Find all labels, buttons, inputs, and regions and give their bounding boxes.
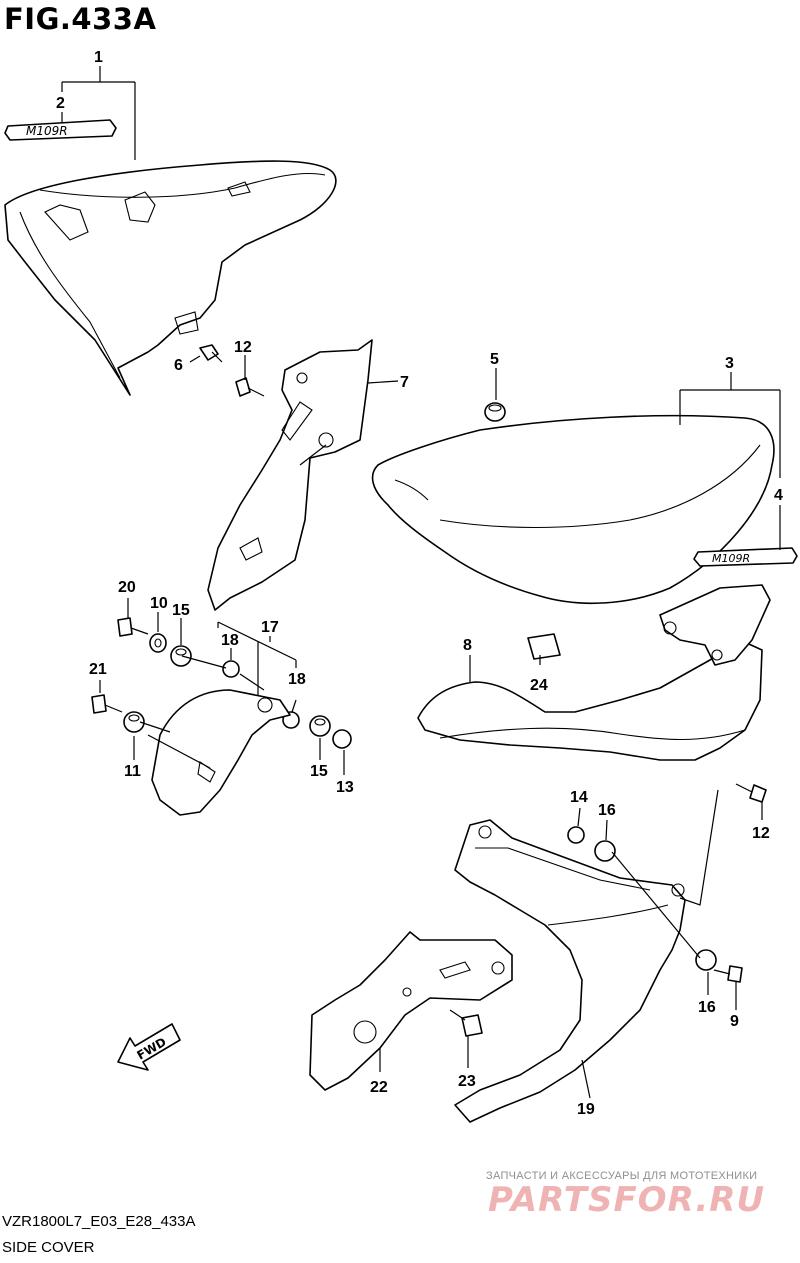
part-19-guard[interactable] xyxy=(454,819,686,1123)
callout-6[interactable]: 6 xyxy=(174,357,183,374)
callout-2[interactable]: 2 xyxy=(56,95,65,112)
callout-14[interactable]: 14 xyxy=(570,789,588,806)
watermark-tagline: ЗАПЧАСТИ И АКСЕССУАРЫ ДЛЯ МОТОТЕХНИКИ xyxy=(486,1170,758,1182)
callout-11[interactable]: 11 xyxy=(124,763,141,780)
callout-15-lower[interactable]: 15 xyxy=(310,763,328,780)
part-11-grommet[interactable] xyxy=(123,711,145,733)
callout-10[interactable]: 10 xyxy=(150,595,168,612)
callout-17[interactable]: 17 xyxy=(261,619,279,636)
callout-24[interactable]: 24 xyxy=(530,677,548,694)
part-16-grommet-lower[interactable] xyxy=(695,949,717,971)
callout-16-lower[interactable]: 16 xyxy=(698,999,716,1016)
part-16-grommet-upper[interactable] xyxy=(594,840,616,862)
callout-9[interactable]: 9 xyxy=(730,1013,739,1030)
part-13-collar[interactable] xyxy=(332,729,352,749)
part-14-grommet[interactable] xyxy=(567,826,585,844)
callout-7[interactable]: 7 xyxy=(400,374,409,391)
part-15-grommet-lower[interactable] xyxy=(309,715,331,737)
callout-12-upper[interactable]: 12 xyxy=(234,339,252,356)
callout-5[interactable]: 5 xyxy=(490,351,499,368)
callout-15-upper[interactable]: 15 xyxy=(172,602,190,619)
part-4-emblem[interactable]: M109R xyxy=(693,547,798,567)
part-20-bolt[interactable] xyxy=(117,617,149,637)
callout-4[interactable]: 4 xyxy=(774,487,783,504)
part-2-emblem[interactable]: M109R xyxy=(4,119,117,141)
callout-16-upper[interactable]: 16 xyxy=(598,802,616,819)
callout-21[interactable]: 21 xyxy=(89,661,107,678)
part-22-plate[interactable] xyxy=(309,931,513,1091)
part-6-screw[interactable] xyxy=(199,344,223,363)
callout-18-lower[interactable]: 18 xyxy=(288,671,306,688)
callout-labels: 1 2 3 4 5 6 7 8 9 10 11 12 12 13 14 15 1… xyxy=(56,49,783,1118)
callout-18-upper[interactable]: 18 xyxy=(221,632,239,649)
part-24-cushion[interactable] xyxy=(527,633,561,660)
part-17-small-cover[interactable] xyxy=(151,689,291,816)
part-3-side-cover-right[interactable] xyxy=(371,414,775,605)
part-1-side-cover-left[interactable] xyxy=(4,160,337,396)
part-12-bolt-lower[interactable] xyxy=(735,783,767,803)
watermark-brand: PARTSFOR.RU xyxy=(488,1180,766,1220)
callout-13[interactable]: 13 xyxy=(336,779,354,796)
part-5-grommet[interactable] xyxy=(484,402,506,422)
part-8-lower-cover[interactable] xyxy=(417,584,771,761)
callout-19[interactable]: 19 xyxy=(577,1101,595,1118)
emblem-4-text: M109R xyxy=(712,552,750,565)
callout-12-lower[interactable]: 12 xyxy=(752,825,770,842)
part-15-grommet-upper[interactable] xyxy=(170,645,192,667)
callout-1[interactable]: 1 xyxy=(94,49,103,66)
part-7-bracket[interactable] xyxy=(207,339,373,611)
callout-22[interactable]: 22 xyxy=(370,1079,388,1096)
part-12-bolt-upper[interactable] xyxy=(235,377,265,397)
diagram-code: VZR1800L7_E03_E28_433A xyxy=(2,1213,196,1230)
emblem-2-text: M109R xyxy=(26,124,68,138)
figure-title: FIG.433A xyxy=(4,2,157,36)
part-18-washer-upper[interactable] xyxy=(222,660,240,678)
part-23-bolt[interactable] xyxy=(449,1009,483,1037)
diagram-description: SIDE COVER xyxy=(2,1239,95,1256)
part-9-bolt[interactable] xyxy=(713,965,743,983)
leader-lines xyxy=(61,66,781,1099)
part-21-bolt[interactable] xyxy=(91,694,123,714)
callout-8[interactable]: 8 xyxy=(463,637,472,654)
part-10-washer[interactable] xyxy=(149,633,167,653)
forward-direction-arrow: FWD xyxy=(117,1023,181,1071)
callout-3[interactable]: 3 xyxy=(725,355,734,372)
callout-23[interactable]: 23 xyxy=(458,1073,476,1090)
callout-20[interactable]: 20 xyxy=(118,579,136,596)
